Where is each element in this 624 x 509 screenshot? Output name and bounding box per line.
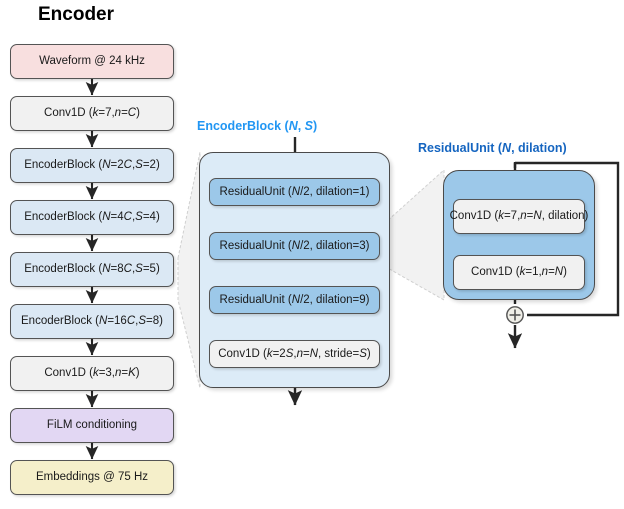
callout-encoderblock xyxy=(177,151,201,389)
node-residual-conv1d-k1[interactable]: Conv1D (k=1, n=N) xyxy=(453,255,585,290)
residualunit-heading: ResidualUnit (N, dilation) xyxy=(418,141,567,155)
node-conv1d-k3[interactable]: Conv1D (k=3, n=K) xyxy=(10,356,174,391)
page-title: Encoder xyxy=(38,4,115,25)
node-embeddings[interactable]: Embeddings @ 75 Hz xyxy=(10,460,174,495)
node-film-conditioning[interactable]: FiLM conditioning xyxy=(10,408,174,443)
encoderblock-heading: EncoderBlock (N, S) xyxy=(197,119,318,133)
adder-node xyxy=(506,306,524,324)
node-residualunit-d1[interactable]: ResidualUnit (N/2, dilation=1) xyxy=(209,178,380,206)
node-conv1d-k7[interactable]: Conv1D (k=7, n=C) xyxy=(10,96,174,131)
node-residualunit-d3[interactable]: ResidualUnit (N/2, dilation=3) xyxy=(209,232,380,260)
node-residual-conv1d-k7[interactable]: Conv1D (k=7, n=N, dilation) xyxy=(450,199,588,234)
node-residualunit-d9[interactable]: ResidualUnit (N/2, dilation=9) xyxy=(209,286,380,314)
node-waveform[interactable]: Waveform @ 24 kHz xyxy=(10,44,174,79)
